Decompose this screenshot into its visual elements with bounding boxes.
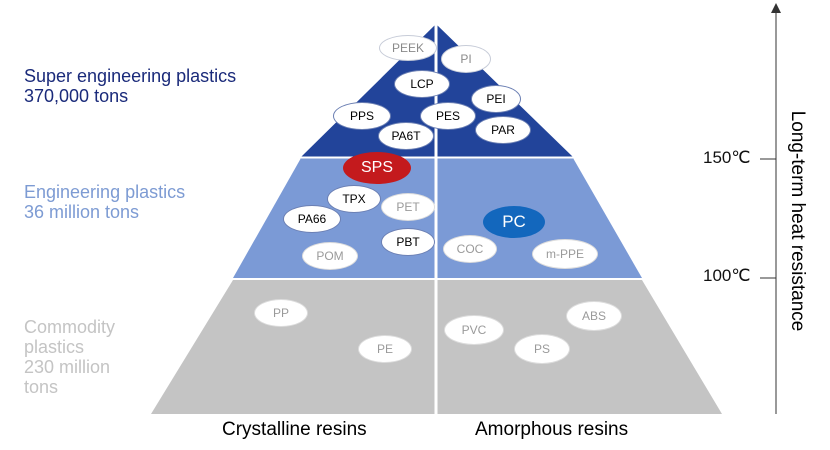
commodity-label: Commodity plastics 230 million tons	[24, 317, 115, 397]
heat-axis-arrow-icon	[771, 3, 781, 13]
heat-axis-title-text: Long-term heat resistance	[787, 110, 808, 332]
bubble-pbt: PBT	[381, 228, 435, 256]
bubble-pa66: PA66	[283, 205, 341, 233]
tick-label-100: 100℃	[703, 266, 751, 285]
bubble-pet: PET	[381, 193, 435, 221]
commodity-line3: 230 million	[24, 357, 111, 377]
amorphous-column-label: Amorphous resins	[475, 419, 629, 440]
bubble-pc: PC	[483, 206, 545, 238]
engineering-volume: 36 million tons	[24, 202, 140, 222]
super-engineering-label: Super engineering plastics 370,000 tons	[24, 66, 236, 106]
commodity-line1: Commodity	[24, 317, 116, 337]
bubble-pi: PI	[441, 45, 491, 73]
super-engineering-volume: 370,000 tons	[24, 86, 129, 106]
bubble-lcp: LCP	[394, 70, 450, 98]
bubble-pp: PP	[254, 299, 308, 327]
bubble-par: PAR	[475, 116, 531, 144]
tick-label-150: 150℃	[703, 148, 751, 167]
bubble-pei: PEI	[471, 85, 521, 113]
bubble-pvc: PVC	[444, 315, 504, 345]
engineering-name: Engineering plastics	[24, 182, 186, 202]
super-engineering-name: Super engineering plastics	[24, 66, 237, 86]
bubble-abs: ABS	[566, 301, 622, 331]
bubble-peek: PEEK	[379, 35, 437, 61]
commodity-line4: tons	[24, 377, 59, 397]
commodity-line2: plastics	[24, 337, 85, 357]
bubble-pe: PE	[358, 335, 412, 363]
bubble-pes: PES	[420, 102, 476, 130]
bubble-pa6t: PA6T	[378, 122, 434, 150]
engineering-label: Engineering plastics 36 million tons	[24, 182, 185, 222]
bubble-tpx: TPX	[327, 185, 381, 213]
bubble-sps: SPS	[343, 152, 411, 184]
bubble-coc: COC	[443, 235, 497, 263]
bubble-mppe: m-PPE	[532, 239, 598, 269]
crystalline-column-label: Crystalline resins	[222, 419, 367, 440]
bubble-pom: POM	[302, 242, 358, 270]
bubble-pps: PPS	[333, 102, 391, 130]
bubble-ps: PS	[514, 334, 570, 364]
